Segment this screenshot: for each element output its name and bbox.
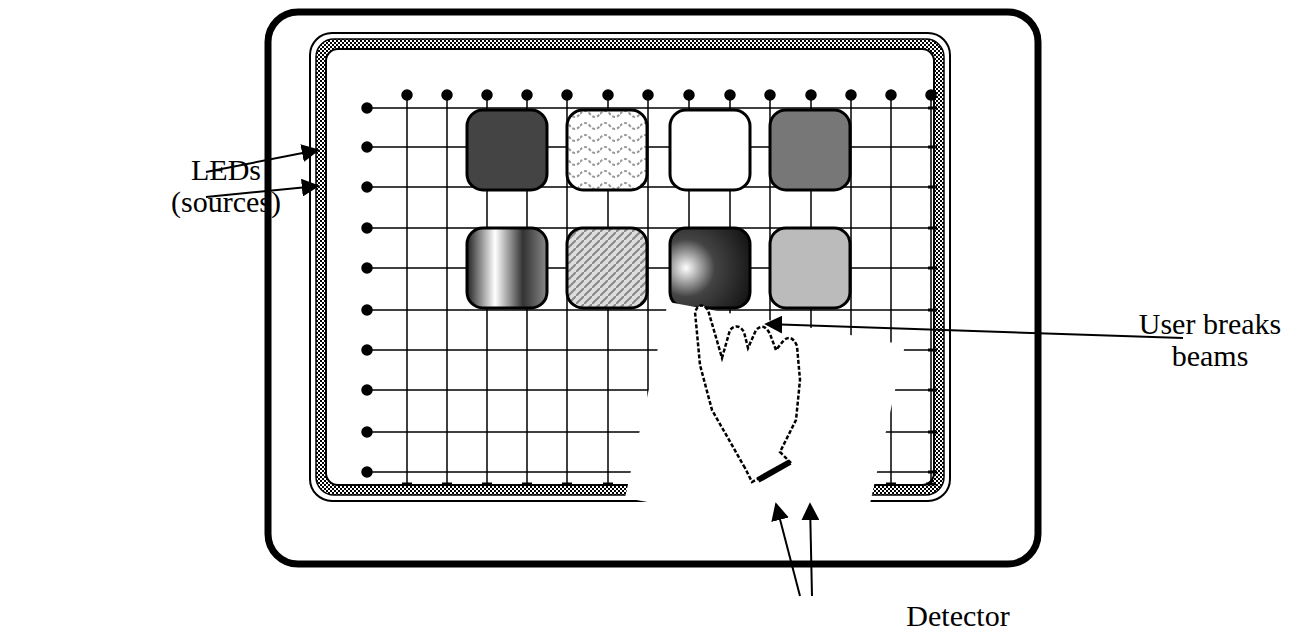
beam-line: [890, 95, 892, 485]
beam-line: [367, 107, 932, 109]
led-dot: [846, 90, 856, 100]
detector-mark: [928, 349, 937, 352]
detector-mark: [482, 483, 492, 486]
led-dot: [362, 103, 372, 113]
led-dot: [362, 427, 372, 437]
detector-mark: [402, 483, 412, 486]
led-dot: [362, 182, 372, 192]
callout-label: User breaks beams: [1125, 308, 1295, 372]
led-dot: [442, 90, 452, 100]
callout-label: LEDs (sources): [151, 154, 301, 218]
detector-mark: [886, 483, 896, 486]
detector-mark: [928, 107, 937, 110]
led-dot: [362, 385, 372, 395]
detector-mark: [926, 483, 936, 486]
led-dot: [362, 305, 372, 315]
led-dot: [362, 142, 372, 152]
beam-line: [406, 95, 408, 485]
led-dot: [362, 345, 372, 355]
led-dot: [362, 263, 372, 273]
beam-line: [367, 227, 932, 229]
led-dot: [562, 90, 572, 100]
hand-cuff: [758, 462, 790, 480]
led-dot: [684, 90, 694, 100]
led-dot: [886, 90, 896, 100]
led-dot: [725, 90, 735, 100]
led-dot: [362, 223, 372, 233]
led-dot: [765, 90, 775, 100]
monitor-housing: [268, 12, 1038, 564]
callout-label: Detector: [878, 600, 1038, 632]
detector-mark: [928, 431, 937, 434]
detector-mark: [928, 267, 937, 270]
detector-mark: [442, 483, 452, 486]
beam-line: [446, 95, 448, 485]
beam-line: [367, 186, 932, 188]
detector-mark: [928, 146, 937, 149]
led-dot: [482, 90, 492, 100]
leader-arrows: [206, 150, 1183, 596]
led-dot: [806, 90, 816, 100]
detector-mark: [928, 389, 937, 392]
hand-outline: [695, 305, 800, 482]
detector-mark: [928, 186, 937, 189]
hand-patch: [625, 302, 905, 540]
led-dot: [362, 467, 372, 477]
detector-mark: [562, 483, 572, 486]
led-dot: [402, 90, 412, 100]
detector-mark: [928, 471, 937, 474]
detector-mark: [928, 309, 937, 312]
led-dot: [522, 90, 532, 100]
detector-mark: [522, 483, 532, 486]
beam-line: [930, 95, 932, 485]
led-dot: [643, 90, 653, 100]
screen-buttons: [467, 110, 850, 308]
detector-mark: [928, 227, 937, 230]
beam-line: [367, 309, 932, 311]
led-dot: [926, 90, 936, 100]
detector-mark: [603, 483, 613, 486]
led-dot: [603, 90, 613, 100]
